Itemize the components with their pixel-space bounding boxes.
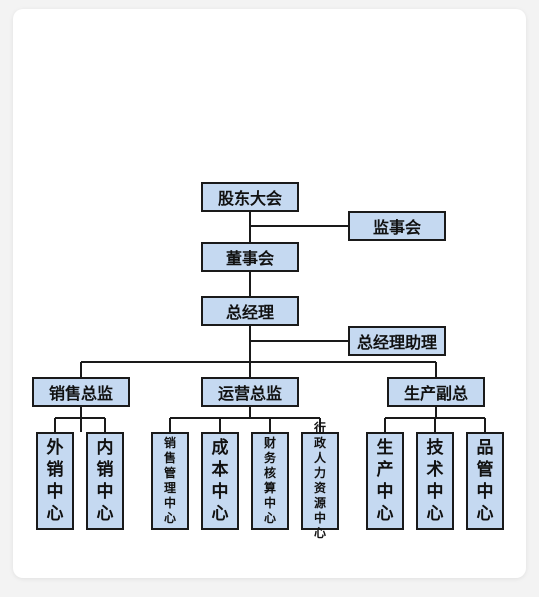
box-shareholders: 股东大会: [201, 182, 299, 212]
box-unit-export-center: 外销中心: [36, 432, 74, 530]
box-division-production: 生产副总: [387, 377, 485, 407]
box-board: 董事会: [201, 242, 299, 272]
box-gm-assistant: 总经理助理: [348, 326, 446, 356]
box-supervisors: 监事会: [348, 211, 446, 241]
box-unit-hr-admin-center: 行政人力资源中心: [301, 421, 339, 540]
box-unit-cost-center: 成本中心: [201, 432, 239, 530]
box-unit-finance-center: 财务核算中心: [251, 432, 289, 530]
box-unit-production-center: 生产中心: [366, 432, 404, 530]
box-division-sales: 销售总监: [32, 377, 130, 407]
box-general-manager: 总经理: [201, 296, 299, 326]
box-unit-domestic-center: 内销中心: [86, 432, 124, 530]
box-division-operations: 运营总监: [201, 377, 299, 407]
box-unit-qc-center: 品管中心: [466, 432, 504, 530]
box-unit-tech-center: 技术中心: [416, 432, 454, 530]
box-unit-sales-mgmt-center: 销售管理中心: [151, 432, 189, 530]
